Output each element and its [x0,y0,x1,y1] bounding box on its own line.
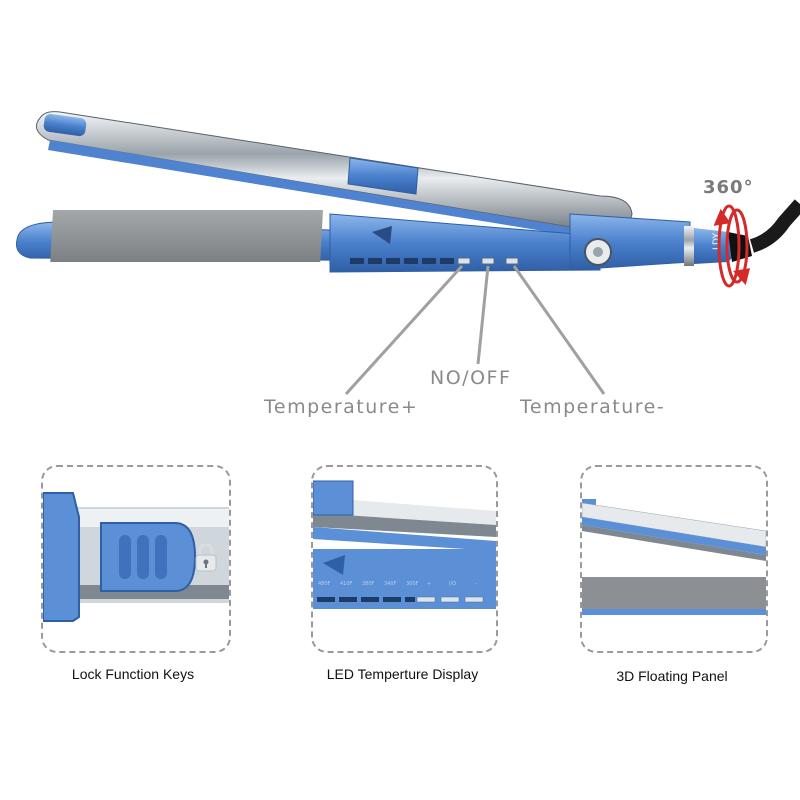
device-mark: LDY [712,233,722,250]
temp-up-key [457,257,471,265]
plate-closeup [582,499,766,615]
upper-arm [35,111,633,240]
power-callout: NO/OFF [430,367,512,389]
led-caption: LED Temperture Display [326,666,479,682]
flat-iron-illustration: LDY [16,111,800,396]
tip-cap [43,113,87,137]
lower-arm [16,210,601,273]
rotation-arrows [713,204,751,288]
led-key-marker: - [475,581,477,587]
led-temp-label: 410F [340,581,353,587]
led-key-marker: + [427,581,432,587]
led-key-marker: Ι/O [449,581,457,587]
power-key [481,257,495,265]
temperature-down-callout: Temperature- [520,396,666,418]
feature-panel-plate [580,465,768,653]
feature-panel-led: 480F 410F 380F 340F 300F + Ι/O - [311,465,498,653]
led-temp-label: 300F [406,581,419,587]
heating-plate [50,210,323,262]
temperature-up-callout: Temperature+ [264,396,419,418]
temp-down-key [505,257,519,265]
led-display-strip [350,257,519,265]
feature-panel-lock [41,465,231,653]
led-closeup [313,480,496,609]
led-temp-label: 340F [384,581,397,587]
lock-caption: Lock Function Keys [71,666,195,682]
led-temp-label: 480F [318,581,331,587]
power-cord [749,199,800,253]
rotation-label: 360° [703,177,754,198]
lock-icon [193,543,219,573]
led-labels: 480F 410F 380F 340F 300F + Ι/O - [315,581,495,591]
callout-lines [344,264,606,396]
plate-caption: 3D Floating Panel [616,668,728,684]
led-temp-label: 380F [362,581,375,587]
lock-key [347,157,419,195]
